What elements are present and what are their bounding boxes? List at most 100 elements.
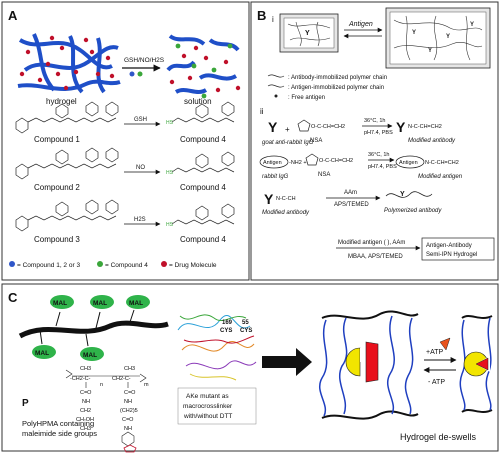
polyhpma-structure: CH3 CH3 -CH2-C- CH2-C- n m C=O C=O NH NH… [65, 366, 149, 453]
protein-ake-mutant [177, 314, 257, 381]
stimuli-label: GSH/NO/H2S [124, 57, 165, 64]
compound-4-label-1: Compound 4 [180, 135, 226, 144]
svg-text:C=O: C=O [124, 390, 136, 396]
mal-5: MAL [83, 352, 97, 359]
b-row-1: Y + O-C-CH=CH2 NSA 36°C, 1h pH7.4, PBS Y… [262, 118, 456, 146]
legend-free-antigen: : Free antigen [288, 95, 325, 101]
b-row-3: Y N-C-CH AAm APS/TEMED Y Modified antibo… [262, 190, 442, 216]
protein-label-169: 169 [222, 320, 233, 326]
antibody-y-3: Y [264, 191, 274, 207]
hydrogel-network [17, 33, 121, 94]
panel-a: A hydrogel GSH/NO/H2S [1, 1, 250, 281]
solution-label: solution [184, 97, 212, 106]
row2-product-antigen: Antigen [399, 160, 418, 166]
row2-nsa-formula: O-C-CH=CH2 [319, 158, 353, 164]
hydrogel-label: hydrogel [46, 97, 77, 106]
row4-reagent-top: Modified antigen ( ), AAm [338, 240, 405, 246]
svg-text:(CH2)5: (CH2)5 [120, 408, 138, 414]
svg-text:HS: HS [166, 222, 174, 228]
row3-product-label: Polymerized antibody [384, 208, 442, 214]
svg-text:n: n [100, 382, 103, 388]
legend-antibody-chain: : Antibody-immobilized polymer chain [288, 75, 387, 81]
mal-groups: MAL MAL MAL MAL MAL [32, 295, 150, 361]
compound-dot [129, 71, 135, 77]
polymer-p-label: P [22, 398, 29, 409]
protein-label-cys-1: CYS [220, 328, 232, 334]
nsa-ring-1 [297, 119, 311, 132]
panel-a-legend: = Compound 1, 2 or 3 = Compound 4 = Drug… [9, 261, 217, 269]
big-arrow [262, 348, 312, 376]
antibody-y-2: Y [396, 119, 406, 135]
nsa-ring-2 [305, 153, 319, 166]
legend-red-dot [161, 261, 167, 267]
panel-c-letter: C [8, 290, 18, 305]
row2-nsa-label: NSA [318, 172, 330, 178]
row2-antigen: Antigen [263, 160, 282, 166]
row3-reagent-top: AAm [344, 190, 357, 196]
svg-text:Y: Y [400, 191, 405, 198]
row1-product-formula: N-C-CH=CH2 [408, 124, 442, 130]
svg-text:m: m [144, 382, 149, 388]
polymer-backbone [18, 320, 169, 339]
compound-row-2: HS Compound 2 NO Compound 4 [15, 147, 235, 192]
polymerized-chain [385, 191, 433, 198]
mal-4: MAL [35, 350, 49, 357]
row1-cond-top: 36°C, 1h [364, 118, 385, 124]
row3-label-left: Modified antibody [262, 210, 310, 216]
b-row-4: Modified antigen ( ), AAm MBAA, APS/TEME… [336, 237, 495, 261]
minus-atp-label: - ATP [428, 379, 445, 386]
reagent-h2s: H2S [134, 217, 146, 223]
panel-b-legend: : Antibody-immobilized polymer chain : A… [267, 74, 387, 101]
svg-text:Y: Y [470, 22, 474, 28]
svg-text:-CH2-C-: -CH2-C- [70, 376, 91, 382]
compound4-dot [137, 71, 143, 77]
svg-text:CH3: CH3 [124, 366, 135, 372]
panel-b-letter: B [257, 8, 266, 23]
row3-reagent-bottom: APS/TEMED [334, 202, 369, 208]
row1-nsa-label: NSA [310, 138, 322, 144]
protein-label-55: 55 [242, 320, 249, 326]
svg-text:Y: Y [446, 34, 450, 40]
mal-3: MAL [129, 300, 143, 307]
svg-text:CH3: CH3 [80, 426, 91, 432]
row1-product-label: Modified antibody [408, 138, 456, 144]
protein-caption-1: AKe mutant as [186, 393, 229, 400]
drug-molecules-left [19, 35, 115, 91]
gel-chains-left [287, 21, 331, 47]
compound-2-label: Compound 2 [34, 183, 80, 192]
gel-chains-right [393, 15, 483, 61]
row4-product-line2: Semi-IPN Hydrogel [426, 252, 477, 258]
svg-text:NH: NH [124, 426, 132, 432]
panel-b-sub-ii: ii [260, 107, 264, 116]
deswollen-hydrogel [459, 315, 493, 413]
svg-text:CH2: CH2 [80, 408, 91, 414]
protein-caption-box [177, 387, 257, 425]
compound-row-3: HS Compound 3 H2S Compound 4 [15, 199, 235, 244]
reagent-no: NO [136, 165, 145, 171]
mal-1: MAL [53, 300, 67, 307]
plus-atp-label: +ATP [426, 349, 444, 356]
reagent-gsh: GSH [134, 117, 147, 123]
polymer-caption-2: maleimide side groups [22, 429, 97, 438]
mal-2: MAL [93, 300, 107, 307]
atp-molecule [439, 337, 451, 351]
antigen-arrow-label: Antigen [348, 21, 373, 28]
svg-text:CH-OH: CH-OH [76, 417, 94, 423]
row2-label-left: rabbit IgG [262, 174, 289, 180]
protein-label-cys-2: CYS [240, 328, 252, 334]
panel-a-border [1, 1, 250, 281]
antigen-ellipse-2 [395, 155, 425, 169]
row1-label-left: goat anti-rabbit IgG [262, 140, 314, 146]
row1-cond-bottom: pH7.4, PBS [364, 130, 393, 136]
svg-text:C=O: C=O [80, 390, 92, 396]
svg-text:NH: NH [124, 399, 132, 405]
swollen-hydrogel [319, 310, 419, 420]
compound-1-label: Compound 1 [34, 135, 80, 144]
row2-cond-top: 36°C, 1h [368, 152, 389, 158]
drug-molecules-right [169, 45, 241, 93]
deswell-caption: Hydrogel de-swells [400, 432, 477, 442]
compound-4-label-3: Compound 4 [180, 235, 226, 244]
row4-reagent-bottom: MBAA, APS/TEMED [348, 254, 403, 260]
